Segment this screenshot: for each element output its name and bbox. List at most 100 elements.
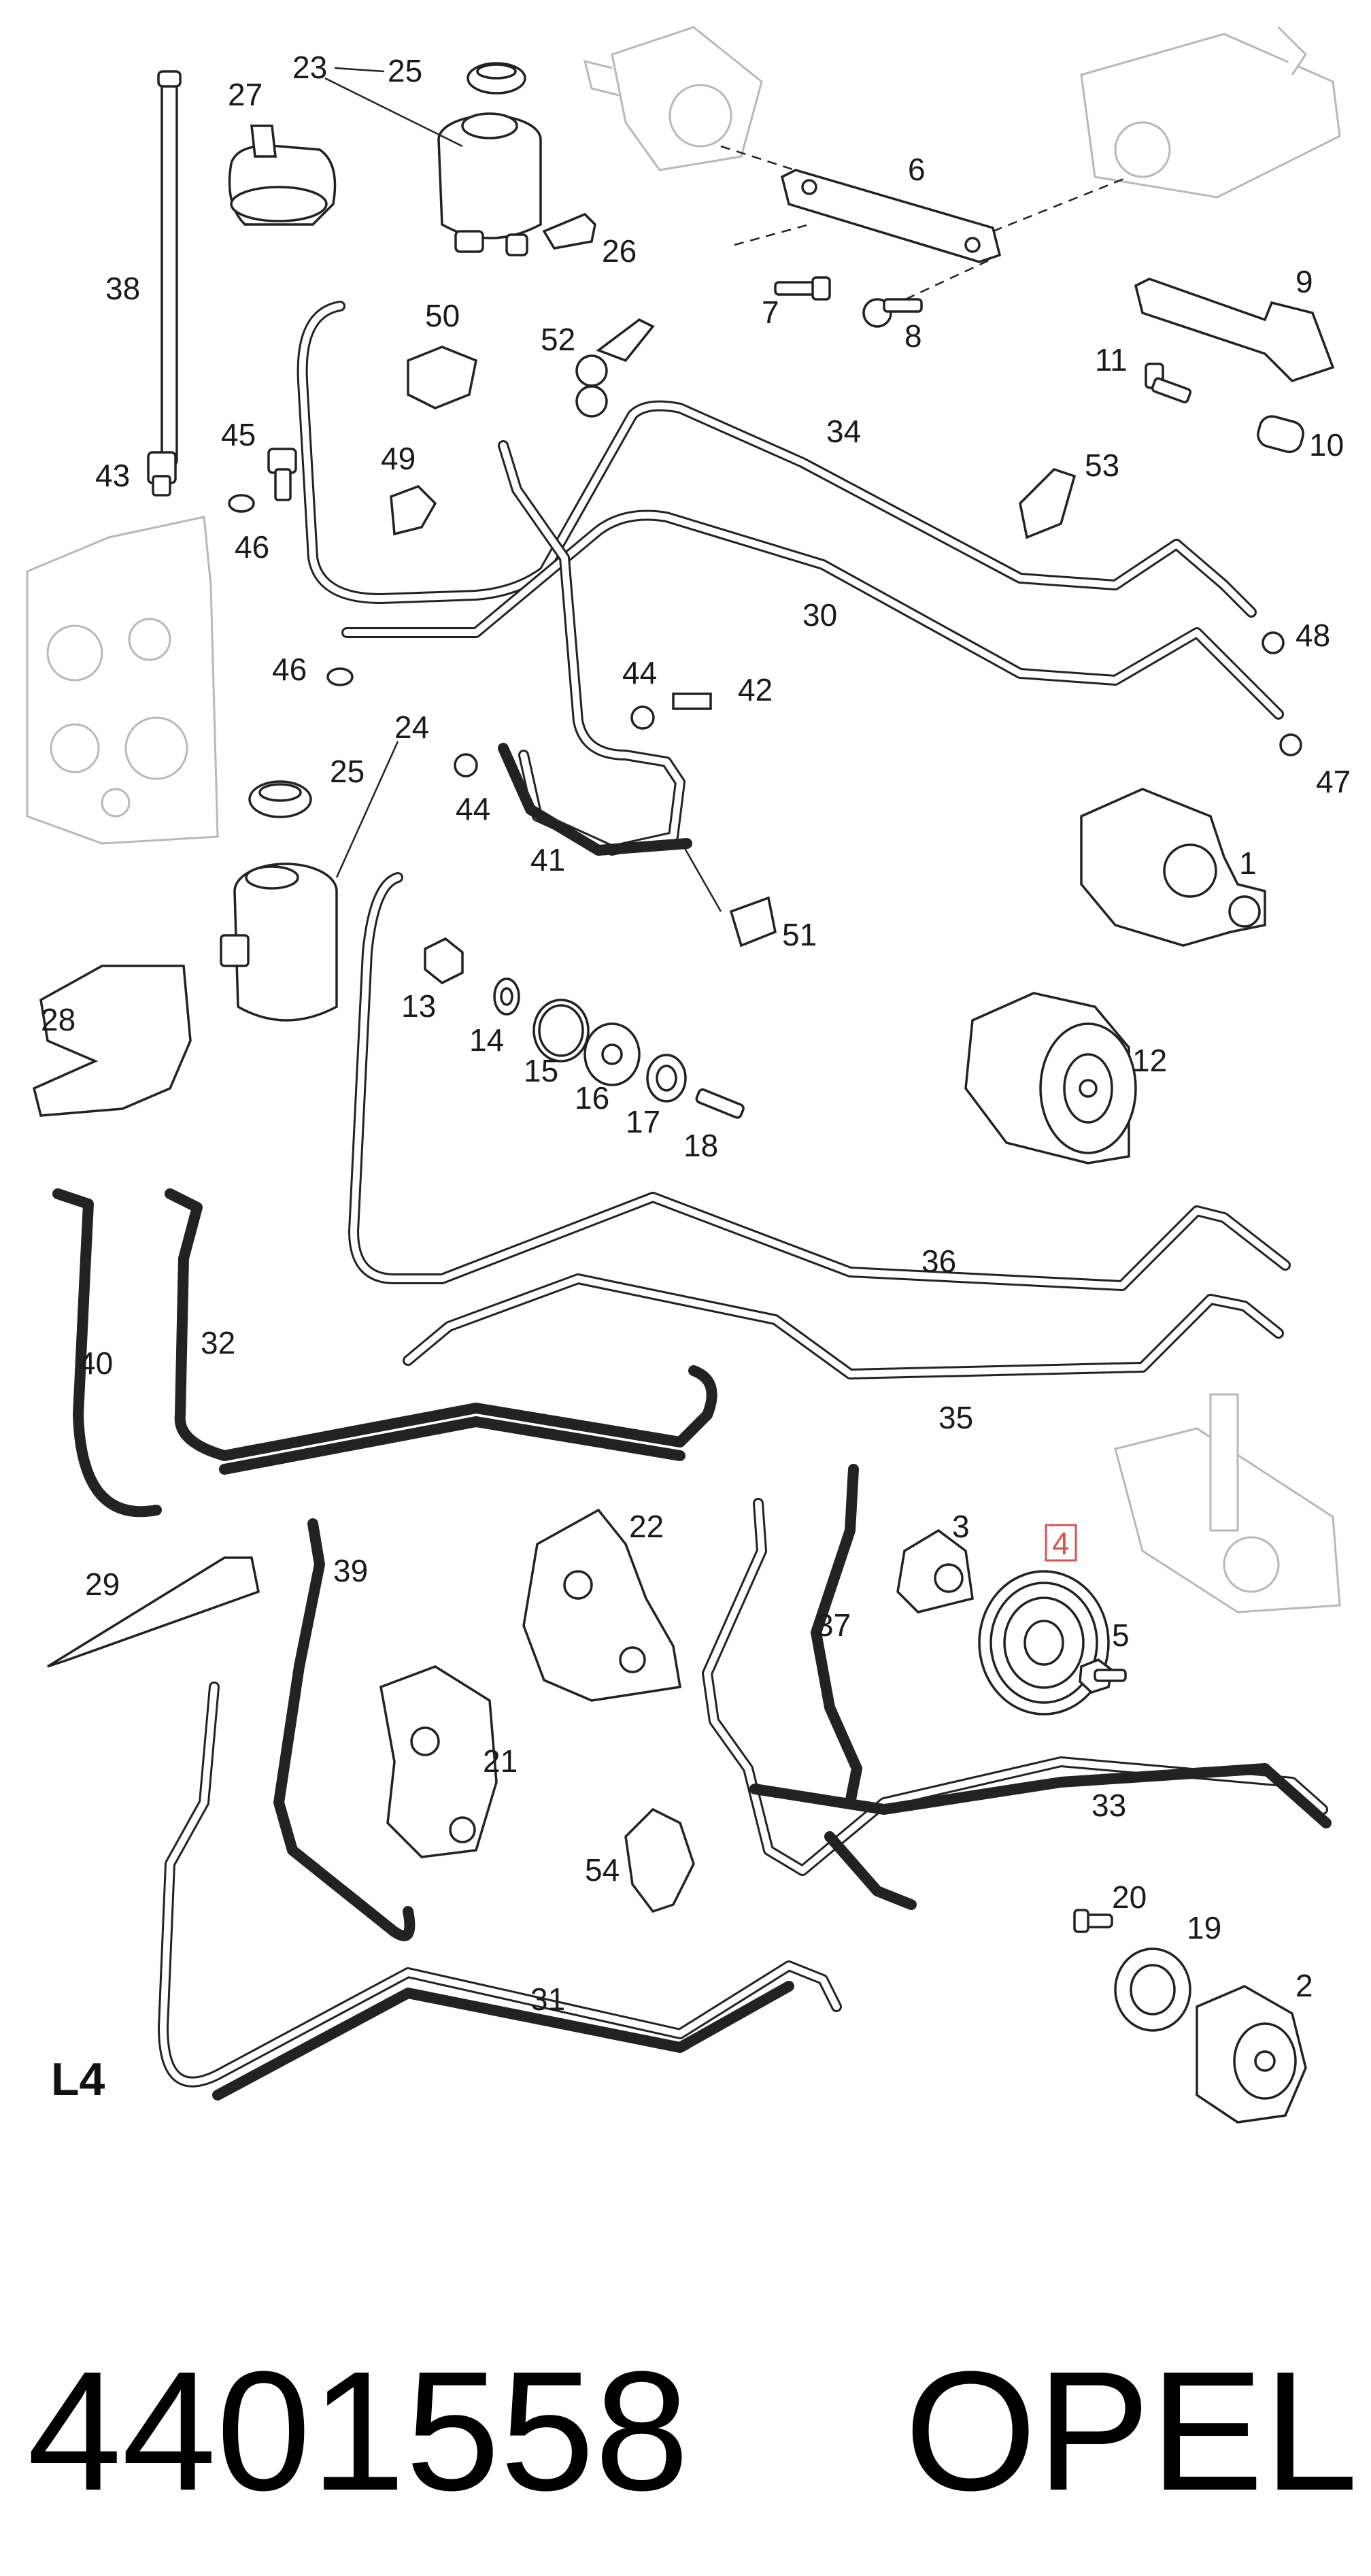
part-labels: 23 25 27 26 6 7 8 9 11 10 38 50 52 45 43… [41, 50, 1351, 2017]
label-28: 28 [41, 1002, 75, 1037]
label-25-top: 25 [388, 53, 422, 88]
pipe-35 [403, 1273, 1284, 1379]
part-24-reservoir [220, 863, 338, 1022]
part-49-clip [390, 484, 437, 536]
part-27-clamp [228, 124, 337, 226]
label-13: 13 [401, 988, 436, 1024]
part-18-stud [695, 1088, 745, 1119]
label-33: 33 [1091, 1788, 1126, 1823]
highlight-box [1045, 1524, 1077, 1562]
part-23-reservoir-top [437, 112, 542, 256]
part-2-pump [1196, 1985, 1307, 2124]
part-5-bolt [1079, 1658, 1127, 1694]
label-50: 50 [425, 298, 460, 333]
part-9-bracket [1134, 278, 1335, 383]
label-9: 9 [1296, 264, 1313, 299]
label-54: 54 [585, 1852, 620, 1888]
section-label: L4 [51, 2054, 105, 2105]
part-11-bolt [1145, 363, 1192, 403]
pipe-37 [702, 1498, 1328, 1876]
part-1-pump [1080, 788, 1266, 947]
label-34: 34 [826, 414, 861, 449]
label-15: 15 [524, 1053, 558, 1088]
part-21-bracket [379, 1665, 498, 1858]
label-39: 39 [333, 1553, 368, 1588]
label-25: 25 [330, 754, 365, 789]
part-44-seal-top [630, 705, 655, 730]
ghost-bracket-top-right [1080, 26, 1341, 199]
part-28-bracket [32, 965, 192, 1117]
label-16: 16 [575, 1080, 609, 1116]
label-12: 12 [1132, 1043, 1167, 1078]
part-44-seal [454, 753, 478, 777]
part-25-cap-top [467, 62, 526, 95]
label-46: 46 [272, 652, 307, 687]
label-53: 53 [1085, 448, 1119, 483]
part-53-clip [1019, 467, 1077, 539]
part-42-bolt [672, 692, 712, 710]
label-26: 26 [602, 233, 637, 269]
pipe-32 [165, 1188, 717, 1475]
label-29: 29 [85, 1567, 120, 1602]
label-43: 43 [95, 458, 130, 493]
label-4: 4 [1052, 1526, 1070, 1561]
part-20-bolt [1073, 1909, 1113, 1933]
label-2: 2 [1296, 1968, 1313, 2003]
label-36: 36 [921, 1243, 956, 1279]
label-6: 6 [908, 152, 926, 187]
label-21: 21 [483, 1743, 518, 1779]
part-50-clip [407, 346, 478, 409]
label-42: 42 [738, 672, 773, 707]
part-47-seal [1279, 733, 1302, 756]
pipe-39 [273, 1518, 416, 1941]
label-20: 20 [1112, 1879, 1147, 1915]
part-8-bolt [862, 298, 923, 328]
part-51-clip [729, 896, 777, 948]
part-54-clip [624, 1807, 695, 1913]
label-47: 47 [1316, 764, 1351, 799]
label-7: 7 [762, 295, 779, 330]
part-12-pump [964, 992, 1137, 1165]
label-24: 24 [394, 709, 429, 745]
pipe-30-upper [341, 509, 1284, 720]
label-52: 52 [541, 322, 575, 357]
label-14: 14 [469, 1022, 504, 1058]
label-44-top: 44 [622, 655, 657, 690]
part-46-seal-top [228, 494, 255, 513]
leader-lines [324, 67, 722, 912]
pipe-31 [158, 1682, 842, 2101]
label-45: 45 [221, 417, 256, 452]
part-7-bolt [774, 276, 831, 301]
label-30: 30 [802, 597, 837, 633]
label-38: 38 [105, 271, 140, 306]
label-1: 1 [1239, 846, 1257, 881]
pipe-40 [52, 1188, 162, 1518]
label-49: 49 [381, 441, 416, 476]
part-46-seal [326, 667, 354, 686]
label-32: 32 [201, 1325, 235, 1360]
label-23: 23 [292, 50, 327, 85]
part-52-clip [575, 318, 655, 418]
label-46-top: 46 [235, 529, 269, 565]
part-25-cap [248, 780, 312, 818]
part-43-connector [147, 451, 177, 497]
label-8: 8 [904, 318, 922, 354]
part-26-clip [542, 212, 596, 250]
part-6-bracket [780, 169, 1002, 263]
ghost-engine-block [26, 516, 219, 845]
label-44: 44 [456, 791, 490, 826]
label-40: 40 [78, 1345, 113, 1381]
label-48: 48 [1296, 618, 1330, 653]
highlighted-part-4-callout[interactable]: 4 [1045, 1524, 1077, 1562]
label-3: 3 [952, 1509, 970, 1544]
label-18: 18 [683, 1128, 718, 1163]
part-38-rod [157, 70, 182, 467]
part-4-pulley [978, 1570, 1110, 1716]
pipe-34-upper [297, 301, 1257, 618]
part-3-spacer [896, 1528, 974, 1613]
label-11: 11 [1095, 342, 1128, 378]
label-51: 51 [782, 917, 817, 952]
part-45-bolt [267, 448, 297, 501]
footer-brand: OPEL [904, 2336, 1358, 2526]
